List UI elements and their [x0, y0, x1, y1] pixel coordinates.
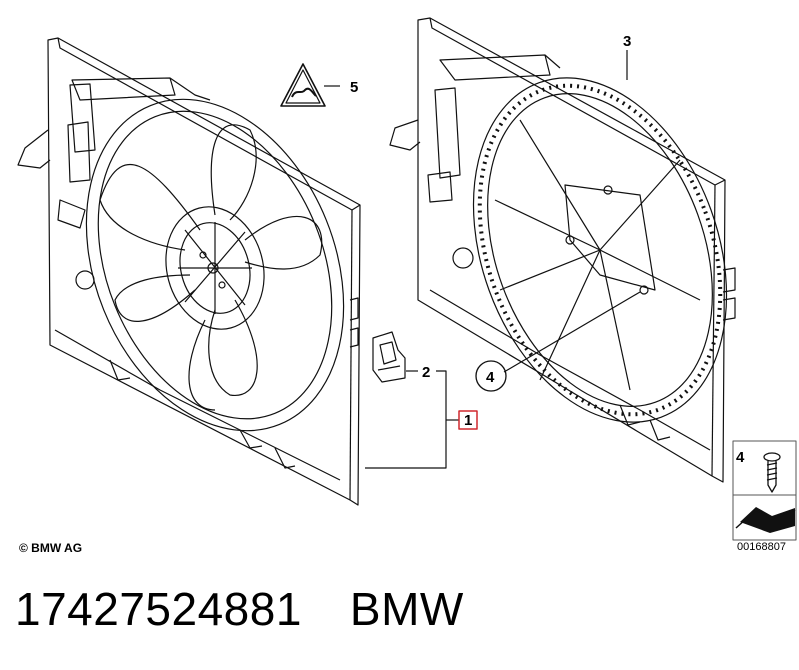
- screw-icon: [763, 452, 781, 493]
- brand-name: BMW: [349, 583, 464, 635]
- fan-shroud-assembly: [17, 37, 361, 506]
- arrow-panel-icon: [735, 507, 796, 533]
- callout-5: 5: [350, 79, 358, 96]
- warning-triangle-icon: [280, 63, 326, 107]
- callout-4: 4: [486, 369, 495, 386]
- callout-1: 1: [464, 412, 472, 429]
- callout-2: 2: [422, 364, 430, 381]
- document-number: 00168807: [737, 541, 786, 553]
- caption: 17427524881 BMW: [15, 582, 464, 636]
- screw-panel: [732, 440, 797, 541]
- callout-3: 3: [623, 33, 631, 50]
- shroud-frame-assembly: [389, 17, 736, 483]
- callout-4-circle: [475, 360, 507, 392]
- leader-line-1: [365, 370, 447, 469]
- part-number: 17427524881: [15, 583, 302, 635]
- bracket-part: [372, 331, 406, 383]
- copyright-label: © BMW AG: [19, 541, 83, 555]
- panel-callout-4: 4: [736, 449, 745, 466]
- leader-line-4: [503, 291, 641, 373]
- callout-1-highlight-box: [458, 410, 478, 430]
